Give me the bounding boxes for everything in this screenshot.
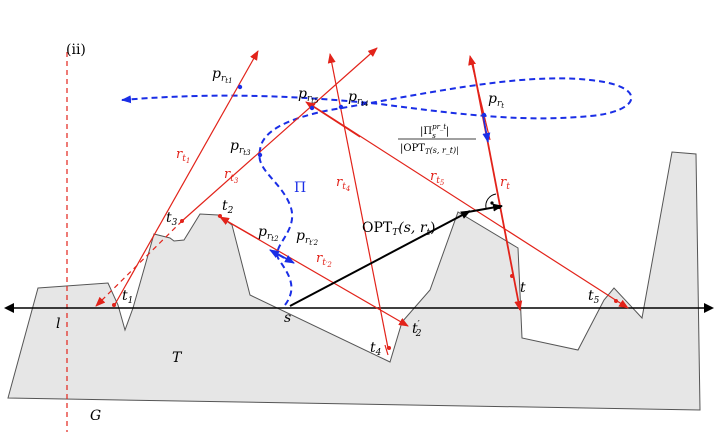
- p-rt4-label: prt4: [348, 89, 369, 108]
- blue-arrow-pt: [482, 114, 491, 143]
- p-rt2p-label: prt′2: [296, 228, 319, 247]
- point-t-label: t: [520, 280, 526, 296]
- ray-r-t3-label: rt3: [224, 167, 239, 185]
- point-t2p-label: t′2: [412, 320, 422, 339]
- red-dots: [112, 214, 618, 350]
- right-angle-mark: [485, 193, 497, 209]
- path-Pi-label: Π: [294, 180, 306, 196]
- ray-r-t4-label: rt4: [336, 175, 350, 193]
- point-t3-label: t3: [166, 210, 178, 228]
- p-rt3-label: prt3: [230, 138, 251, 157]
- ray-r-t: [471, 59, 523, 311]
- start-s-label: s: [284, 310, 291, 326]
- ray-r-t-up: [468, 55, 491, 141]
- opt-label: OPTT(s, rt): [362, 220, 436, 238]
- right-angle-dot: [490, 201, 494, 205]
- axis-left-arrowhead: [4, 303, 14, 313]
- ray-t4-short: [384, 344, 389, 356]
- ray-r-t1-label: rt1: [176, 147, 190, 165]
- axis-right-arrowhead: [704, 303, 714, 313]
- p-rt2-label: prt2: [258, 224, 279, 243]
- ray-r-t2p-reverse: [219, 216, 261, 241]
- ray-r-t2p-label: rt′2: [316, 251, 332, 269]
- ray-r-t5-label: rt5: [430, 169, 445, 187]
- path-Pi: [121, 77, 633, 306]
- line-l-label: l: [56, 316, 60, 332]
- opt-arrow-2: [461, 203, 503, 214]
- opt-arrow-1: [289, 210, 471, 307]
- p-rt5-label: prt5: [298, 86, 319, 105]
- point-t4-label: t4: [370, 340, 382, 358]
- polygon-T: [7, 151, 701, 411]
- ray-r-t3-dashed: [95, 220, 183, 307]
- opt-end-dot: [497, 205, 501, 209]
- point-t2-label: t2: [222, 198, 234, 216]
- fraction-denominator: |OPTT(s, r_t)|: [400, 143, 459, 156]
- polygon-T-label: T: [172, 350, 183, 366]
- ray-r-t3-main: [181, 47, 378, 222]
- point-t1-label: t1: [122, 288, 133, 306]
- ray-r-t4: [327, 53, 389, 349]
- point-t5-label: t5: [588, 288, 600, 306]
- ray-r-t-label: rt: [500, 175, 510, 192]
- ray-r-t5-up: [305, 101, 361, 138]
- panel-label: (ii): [66, 42, 86, 58]
- ray-r-t1: [113, 50, 259, 307]
- p-rt-label: prt: [488, 91, 504, 110]
- p-rt1-label: prt1: [212, 66, 233, 85]
- ray-r-t5: [309, 103, 629, 309]
- blue-dots: [237, 84, 487, 158]
- outer-G-label: G: [90, 408, 101, 424]
- blue-arrow-pt2-right: [277, 253, 295, 264]
